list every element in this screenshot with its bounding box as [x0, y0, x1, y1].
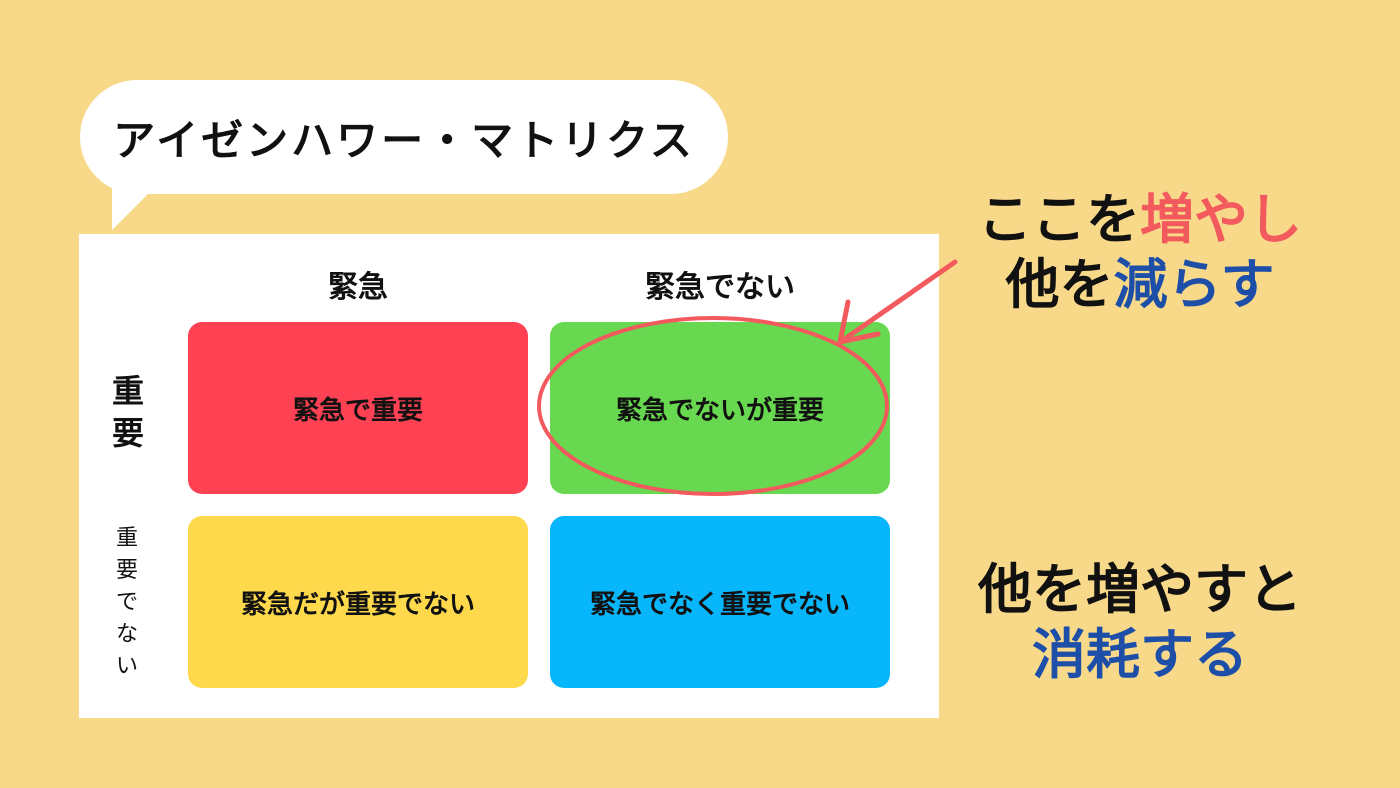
row-header-char: 要	[111, 414, 144, 452]
arrow-line	[843, 259, 958, 341]
quadrant-urgent-not-important: 緊急だが重要でない	[188, 516, 528, 688]
page-title: アイゼンハワー・マトリクス	[113, 115, 695, 165]
row-header-not-important: 重 要 で な い	[104, 520, 150, 680]
quadrant-label: 緊急でなく重要でない	[589, 589, 850, 620]
annotation-text: ここを	[978, 188, 1140, 251]
annotation-text: 他を	[1005, 252, 1114, 316]
annotation-line: 他を増やすと	[978, 558, 1302, 621]
row-header-char: 重	[115, 526, 138, 551]
column-header-not-urgent: 緊急でない	[645, 270, 795, 305]
annotation-line: 他を減らす	[950, 253, 1330, 318]
annotation-burnout: 他を増やすと 消耗する	[940, 558, 1340, 688]
row-header-char: な	[115, 622, 138, 647]
annotation-increase: ここを増やし 他を減らす	[950, 188, 1330, 318]
quadrant-not-urgent-not-important: 緊急でなく重要でない	[550, 516, 890, 688]
title-bubble: アイゼンハワー・マトリクス	[80, 80, 728, 194]
column-header-urgent: 緊急	[328, 270, 388, 305]
quadrant-label: 緊急だが重要でない	[240, 589, 475, 620]
row-header-char: 要	[115, 558, 138, 583]
row-header-char: で	[115, 590, 138, 615]
quadrant-label: 緊急でないが重要	[615, 395, 824, 426]
quadrant-label: 緊急で重要	[292, 395, 423, 426]
bubble-tail	[112, 180, 162, 230]
annotation-highlight-red: 増やし	[1140, 188, 1302, 251]
row-header-char: 重	[111, 372, 144, 411]
quadrant-not-urgent-important: 緊急でないが重要	[550, 322, 890, 494]
quadrant-urgent-important: 緊急で重要	[188, 322, 528, 494]
annotation-highlight-blue: 消耗する	[1032, 622, 1248, 686]
arrow-head	[837, 299, 881, 345]
annotation-highlight-blue: 減らす	[1113, 252, 1275, 316]
row-header-important: 重 要	[100, 368, 156, 458]
annotation-line: ここを増やし	[950, 188, 1330, 253]
row-header-char: い	[115, 654, 138, 679]
highlight-ellipse	[537, 316, 889, 496]
